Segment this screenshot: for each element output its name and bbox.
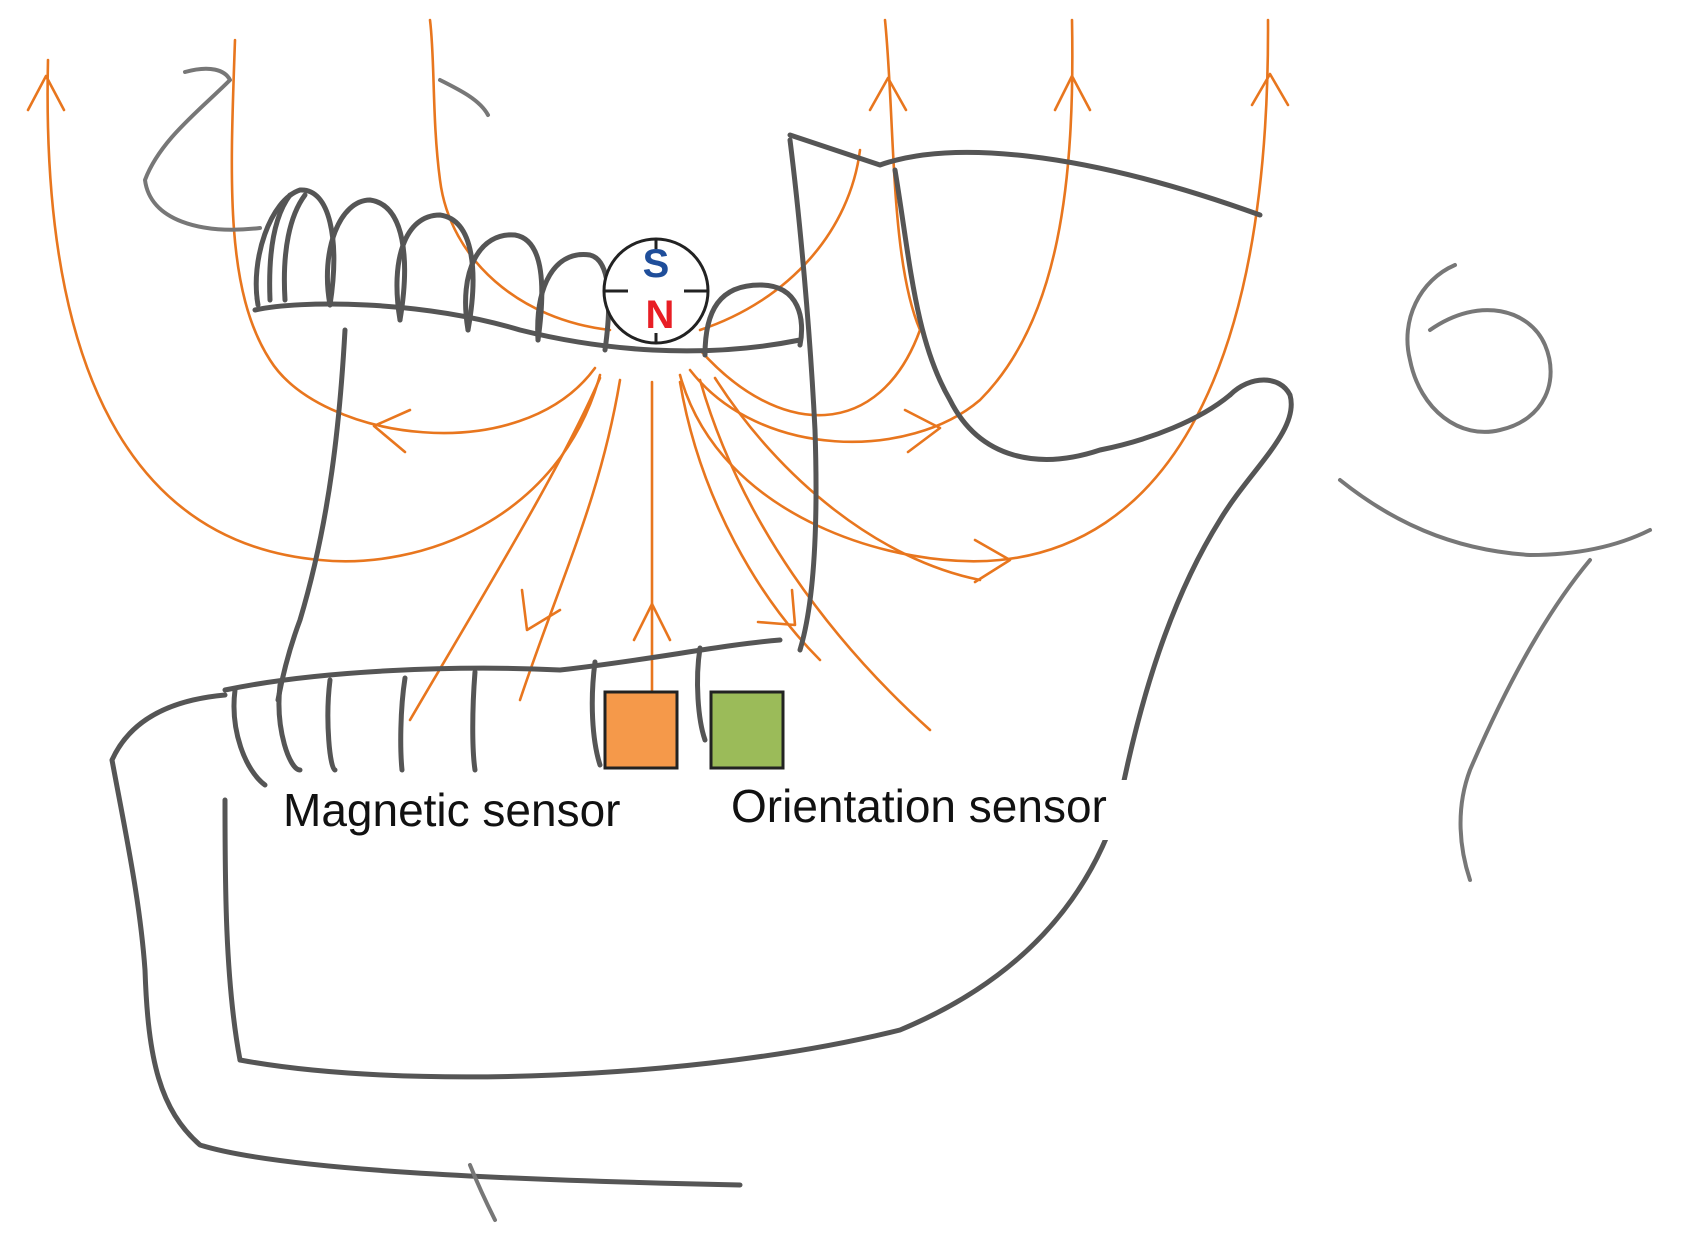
lower-teeth <box>222 637 783 788</box>
arrowhead-fan-right <box>756 588 797 627</box>
lower-tooth-5 <box>470 669 478 773</box>
orientation-sensor-label-bg <box>725 780 1165 840</box>
field-line-inner-left <box>428 18 612 332</box>
arrowhead-outer-left <box>26 74 66 112</box>
zygomatic-bone <box>892 167 1233 462</box>
south-pole-label: S <box>643 242 670 286</box>
arrowhead-left-loop <box>372 408 412 454</box>
upper-tooth-6 <box>702 282 805 358</box>
nasal-spine-sketch <box>143 66 262 232</box>
lower-tooth-6 <box>589 659 603 768</box>
field-line-fan-6 <box>713 376 982 582</box>
upper-teeth <box>252 187 805 358</box>
field-line-mid-left <box>230 38 597 435</box>
north-pole-label: N <box>646 293 675 337</box>
skull-sketch <box>109 66 1652 1222</box>
arrowhead-fan-center <box>632 602 672 642</box>
upper-gum-line <box>252 301 803 354</box>
field-line-inner-right-2 <box>698 148 862 332</box>
arrowhead-outer-right-top <box>1250 72 1290 107</box>
zygomatic-arch <box>787 132 1263 218</box>
field-line-fan-4 <box>678 380 822 662</box>
upper-tooth-3 <box>394 212 476 333</box>
field-line-fan-2 <box>518 378 622 702</box>
coronoid-process <box>787 137 819 653</box>
lower-tooth-1 <box>231 687 268 788</box>
sensors <box>603 690 785 770</box>
field-line-mid-right <box>688 18 1074 443</box>
magnetic-field-lines <box>26 18 1290 732</box>
lower-tooth-2 <box>276 682 303 773</box>
mandible-front <box>109 692 743 1188</box>
field-arrowheads <box>26 72 1290 642</box>
ear-loop <box>1405 263 1553 434</box>
hyoid-line <box>468 1163 497 1222</box>
magnetic-sensor-label: Magnetic sensor <box>283 784 621 836</box>
lower-tooth-7 <box>695 645 708 743</box>
arrowhead-fan-left <box>520 588 562 632</box>
mandible-inner-contour <box>222 797 243 1063</box>
magnet: S N <box>602 237 710 345</box>
lower-tooth-4 <box>398 675 408 773</box>
arrowhead-inner-right-top <box>868 76 908 112</box>
upper-tooth-1 <box>253 187 337 308</box>
arrowhead-mid-right-top <box>1053 74 1092 112</box>
magnetic-sensor-label-bg <box>280 780 675 840</box>
field-line-fan-5 <box>698 378 932 732</box>
field-line-outer-right <box>678 18 1270 563</box>
lower-tooth-3 <box>325 677 338 773</box>
arrowhead-bottom-right-loop <box>973 538 1012 584</box>
upper-incisor-lines <box>267 192 308 303</box>
orientation-sensor-square <box>709 690 785 770</box>
orientation-sensor-label: Orientation sensor <box>731 780 1107 832</box>
lower-gum-line <box>222 637 783 693</box>
magnetic-sensor-square <box>603 690 679 770</box>
nose-tip-sketch <box>438 78 490 117</box>
arrowhead-right-loop <box>903 408 942 454</box>
ramus-front-edge <box>275 327 348 703</box>
field-line-inner-right-1 <box>698 18 922 417</box>
neck-curve <box>1458 558 1592 882</box>
field-line-fan-1 <box>408 376 602 722</box>
mastoid-curve <box>1338 478 1652 557</box>
field-line-outer-left <box>46 58 602 563</box>
upper-tooth-2 <box>324 197 408 323</box>
